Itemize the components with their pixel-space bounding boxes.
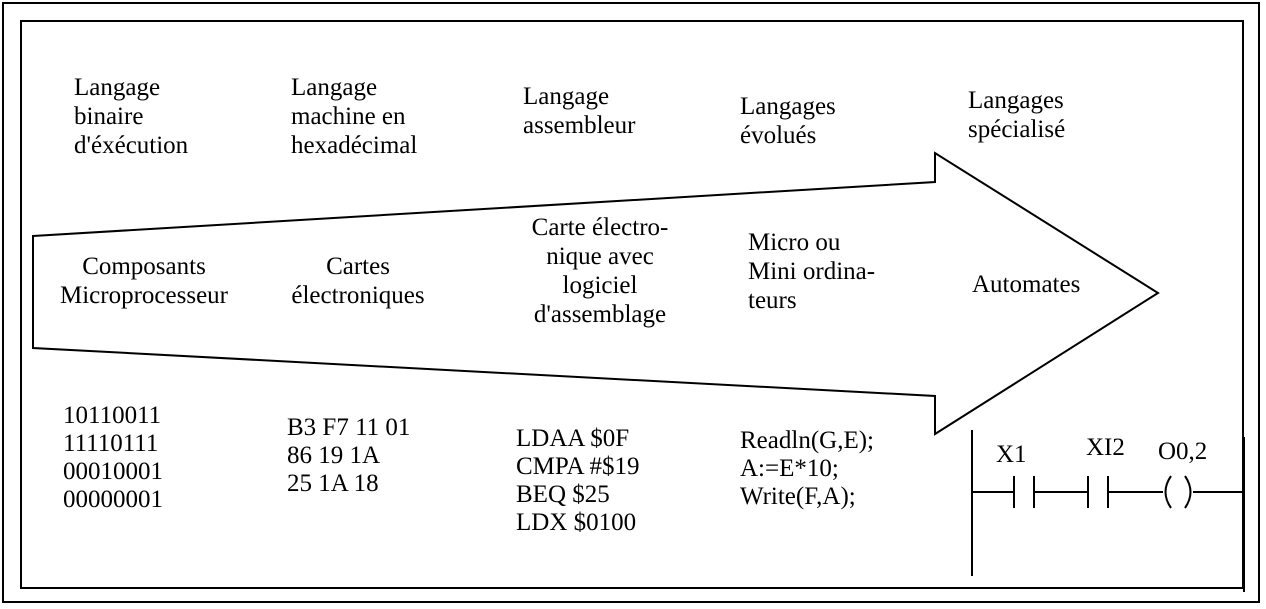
evolution-arrow bbox=[32, 151, 1160, 436]
ladder-contact1-label: X1 bbox=[996, 441, 1027, 468]
language-binary: Langage binaire d'éxécution bbox=[74, 74, 189, 159]
language-assembler: Langage assembleur bbox=[523, 83, 636, 139]
code-binary: 10110011 11110111 00010001 00000001 bbox=[63, 402, 163, 513]
language-specialized: Langages spécialisé bbox=[968, 87, 1066, 143]
coil-left bbox=[1164, 475, 1172, 509]
diagram-border bbox=[20, 20, 1244, 589]
code-hex: B3 F7 11 01 86 19 1A 25 1A 18 bbox=[287, 414, 411, 497]
ladder-diagram bbox=[971, 430, 1245, 592]
code-assembler: LDAA $0F CMPA #$19 BEQ $25 LDX $0100 bbox=[516, 425, 640, 536]
coil-right bbox=[1184, 475, 1192, 509]
hardware-cards: Cartes électroniques bbox=[291, 253, 425, 309]
language-evolved: Langages évolués bbox=[740, 93, 836, 149]
code-pascal: Readln(G,E); A:=E*10; Write(F,A); bbox=[740, 427, 874, 510]
hardware-card-software: Carte électro- nique avec logiciel d'ass… bbox=[531, 214, 669, 328]
hardware-automates: Automates bbox=[972, 271, 1081, 298]
hardware-components: Composants Microprocesseur bbox=[60, 253, 228, 309]
language-hex: Langage machine en hexadécimal bbox=[291, 74, 418, 159]
ladder-contact2-label: XI2 bbox=[1086, 434, 1125, 461]
hardware-computers: Micro ou Mini ordina- teurs bbox=[748, 229, 876, 314]
ladder-coil-label: O0,2 bbox=[1158, 438, 1208, 465]
